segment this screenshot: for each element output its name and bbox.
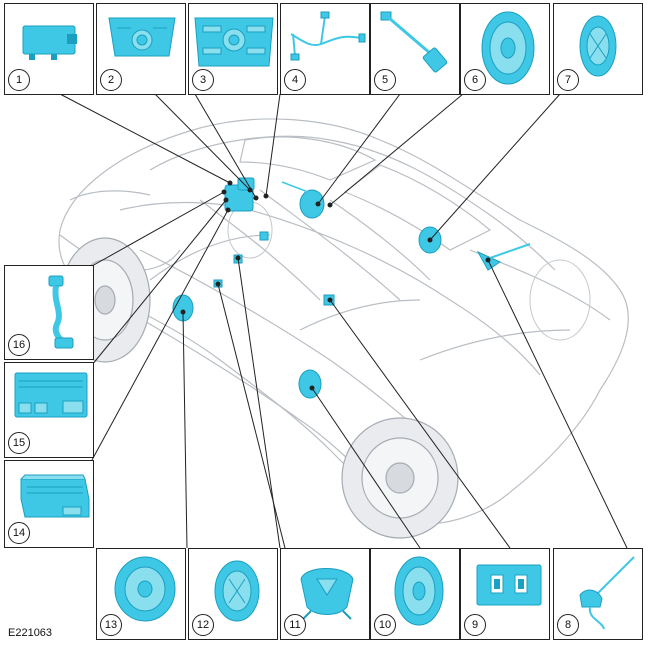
callout-box-12: 12: [188, 548, 278, 640]
callout-box-11: 11: [280, 548, 370, 640]
callout-number: 1: [8, 69, 30, 91]
audio-unit-icon: [14, 372, 88, 418]
callout-box-16: 16: [4, 265, 94, 360]
figure-id: E221063: [8, 627, 53, 639]
antenna-cable-icon: [380, 11, 448, 73]
callout-box-2: 2: [96, 3, 186, 95]
callout-box-9: 9: [460, 548, 550, 640]
callout-box-4: 4: [280, 3, 370, 95]
control-panel-icon: [194, 17, 274, 67]
callout-box-15: 15: [4, 362, 94, 458]
subwoofer-icon: [300, 568, 354, 620]
tweeter-icon: [214, 560, 260, 622]
callout-number: 16: [8, 334, 30, 356]
wiring-harness-icon: [290, 11, 366, 61]
callout-number: 3: [192, 69, 214, 91]
callout-box-13: 13: [96, 548, 186, 640]
callout-box-3: 3: [188, 3, 278, 95]
cable-icon: [48, 275, 74, 349]
callout-box-14: 14: [4, 460, 94, 548]
roof-antenna-icon: [579, 556, 635, 630]
callout-number: 8: [557, 614, 579, 636]
callout-box-8: 8: [553, 548, 643, 640]
usb-port-icon: [476, 564, 542, 606]
callout-number: 15: [8, 432, 30, 454]
front-panel-icon: [108, 17, 176, 57]
callout-number: 4: [284, 69, 306, 91]
midrange-speaker-icon: [394, 556, 444, 626]
callout-box-10: 10: [370, 548, 460, 640]
speaker-icon: [481, 11, 535, 85]
callout-number: 7: [557, 69, 579, 91]
callout-number: 2: [100, 69, 122, 91]
callout-number: 13: [100, 614, 122, 636]
callout-box-6: 6: [460, 3, 550, 95]
callout-box-1: 1: [4, 3, 94, 95]
amplifier-icon: [20, 474, 90, 518]
callout-number: 10: [374, 614, 396, 636]
callout-number: 11: [284, 614, 306, 636]
speaker-icon: [114, 556, 176, 622]
callout-box-5: 5: [370, 3, 460, 95]
tweeter-icon: [579, 15, 617, 77]
callout-number: 12: [192, 614, 214, 636]
callout-number: 14: [8, 522, 30, 544]
module-icon: [22, 25, 77, 60]
callout-number: 5: [374, 69, 396, 91]
callout-number: 6: [464, 69, 486, 91]
callout-box-7: 7: [553, 3, 643, 95]
callout-number: 9: [464, 614, 486, 636]
